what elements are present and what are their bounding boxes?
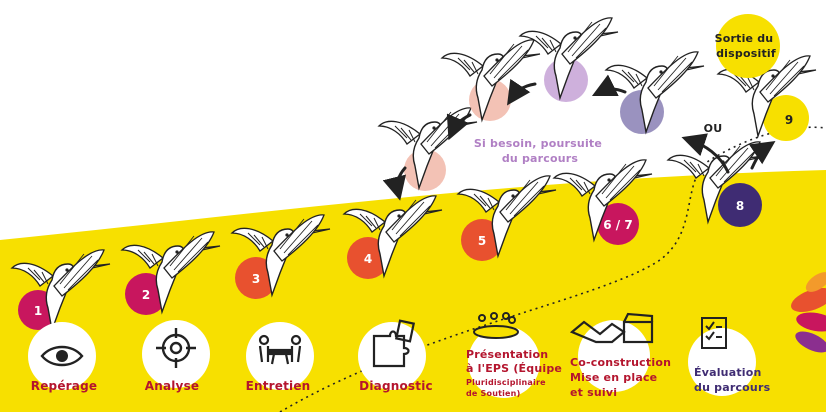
step-8-label: Évaluation du parcours — [694, 366, 771, 394]
loop-bird-c — [519, 17, 619, 102]
step-2: 2 — [121, 231, 221, 315]
step-3-number: 3 — [252, 272, 260, 286]
icon-circle-8 — [688, 317, 756, 396]
step-1: 1 — [11, 249, 111, 331]
step-4-number: 4 — [364, 252, 372, 266]
step-5-number: 5 — [478, 234, 486, 248]
clapperboard-icon — [622, 312, 654, 344]
target-icon — [156, 328, 196, 368]
step-8-number: 8 — [736, 199, 744, 213]
icon-circle-5 — [468, 312, 540, 398]
step-8: 8 — [667, 141, 767, 227]
icon-circle-3 — [246, 322, 314, 390]
step-4: 4 — [343, 195, 443, 279]
icon-circle-6-7 — [569, 312, 654, 392]
step-2-label: Analyse — [145, 379, 200, 393]
icon-circle-4 — [358, 319, 426, 390]
step-3-label: Entretien — [246, 379, 311, 393]
step-6-7: 6 / 7 — [553, 159, 653, 245]
continue-label: Si besoin, poursuite du parcours — [474, 137, 606, 165]
loop-bird-b — [441, 39, 541, 121]
step-2-number: 2 — [142, 288, 150, 302]
exit-label-bg — [716, 14, 780, 78]
exit-label: Sortie du dispositif — [715, 32, 778, 60]
icon-circle-1 — [28, 322, 96, 390]
step-3: 3 — [231, 214, 331, 299]
step-5-label: Présentation à l'EPS (Équipe Pluridiscip… — [466, 347, 566, 398]
handshake-icon — [569, 320, 626, 344]
checklist-icon — [701, 317, 727, 349]
team-table-icon — [473, 312, 519, 339]
step-4-label: Diagnostic — [359, 379, 433, 393]
step-1-number: 1 — [34, 304, 42, 318]
or-label: OU — [704, 122, 723, 135]
icon-circle-2 — [142, 320, 210, 388]
loop-bird-a — [378, 107, 478, 191]
step-9: 9 — [717, 55, 817, 141]
step-1-label: Repérage — [31, 379, 97, 393]
step-5: 5 — [457, 175, 557, 261]
step-6-7-number: 6 / 7 — [603, 218, 632, 232]
step-6-7-label: Co-construction Mise en place et suivi — [570, 356, 675, 399]
step-9-number: 9 — [785, 113, 793, 127]
eye-icon — [40, 345, 84, 367]
puzzle-icon — [372, 319, 416, 368]
loop-arrows — [382, 74, 776, 201]
meeting-icon — [258, 334, 302, 365]
loop-bird-d — [605, 51, 705, 134]
dotted-path — [279, 126, 826, 412]
